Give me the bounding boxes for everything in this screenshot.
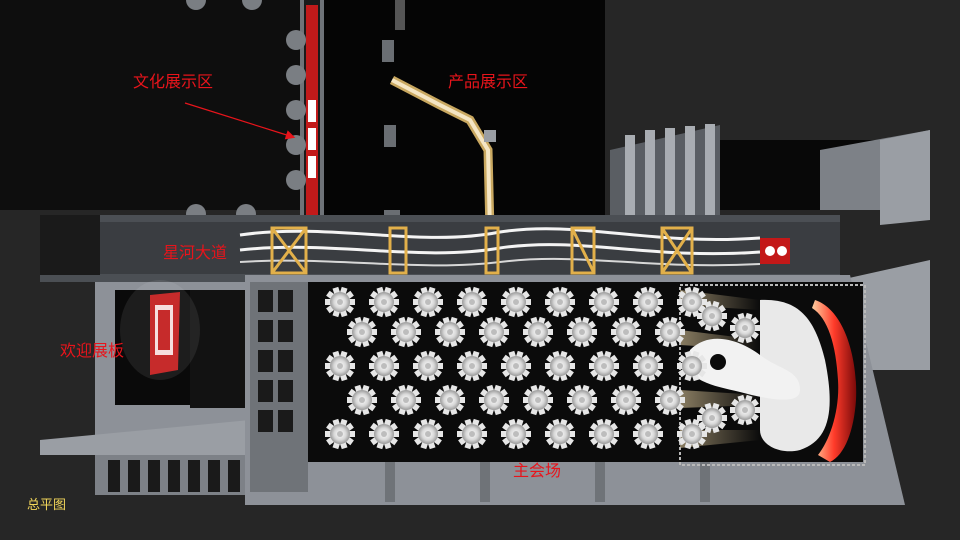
label-product-zone: 产品展示区 — [448, 72, 529, 91]
void-area — [0, 0, 300, 210]
seat-table-icon — [655, 316, 685, 348]
seat-table-icon — [369, 350, 399, 382]
seat-table-icon — [611, 384, 641, 416]
seat-table-icon — [677, 286, 707, 318]
seat-table-icon — [677, 350, 707, 382]
seat-table-icon — [697, 402, 727, 434]
seat-table-icon — [457, 350, 487, 382]
seat-table-icon — [697, 300, 727, 332]
led-screen — [812, 300, 857, 462]
seat-table-icon — [730, 312, 760, 344]
seat-table-icon — [567, 384, 597, 416]
seat-table-icon — [413, 350, 443, 382]
seat-table-icon — [633, 418, 663, 450]
product-display-truss — [389, 76, 496, 233]
star-river-avenue — [40, 215, 840, 282]
culture-display-wall — [186, 0, 405, 230]
seat-table-icon — [479, 316, 509, 348]
seat-table-icon — [501, 286, 531, 318]
lower-left-rooms — [40, 420, 265, 495]
seat-table-icon — [435, 384, 465, 416]
seat-table-icon — [413, 286, 443, 318]
seat-table-icon — [413, 418, 443, 450]
seat-table-icon — [369, 286, 399, 318]
page-title: 总平图 — [27, 498, 67, 513]
seat-table-icon — [633, 286, 663, 318]
seating-area — [325, 286, 760, 450]
seat-table-icon — [545, 350, 575, 382]
right-structure — [610, 124, 930, 370]
seat-table-icon — [347, 384, 377, 416]
seat-table-icon — [501, 350, 531, 382]
welcome-board-room — [95, 280, 250, 460]
seat-table-icon — [347, 316, 377, 348]
seat-table-icon — [479, 384, 509, 416]
seat-table-icon — [589, 286, 619, 318]
seat-table-icon — [391, 384, 421, 416]
seat-table-icon — [523, 316, 553, 348]
seat-table-icon — [730, 394, 760, 426]
seat-table-icon — [325, 350, 355, 382]
seat-table-icon — [391, 316, 421, 348]
arrow-icon — [184, 102, 296, 140]
seat-table-icon — [435, 316, 465, 348]
seat-table-icon — [677, 418, 707, 450]
seat-table-icon — [611, 316, 641, 348]
seat-table-icon — [501, 418, 531, 450]
label-welcome-board: 欢迎展板 — [60, 341, 125, 360]
label-main-hall: 主会场 — [513, 461, 562, 480]
label-star-river-avenue: 星河大道 — [163, 243, 228, 262]
seat-table-icon — [325, 418, 355, 450]
seat-table-icon — [589, 350, 619, 382]
seat-table-icon — [325, 286, 355, 318]
seat-table-icon — [633, 350, 663, 382]
seat-table-icon — [457, 418, 487, 450]
seat-table-icon — [545, 418, 575, 450]
seat-table-icon — [523, 384, 553, 416]
seat-table-icon — [567, 316, 597, 348]
seat-table-icon — [457, 286, 487, 318]
seat-table-icon — [369, 418, 399, 450]
seat-table-icon — [655, 384, 685, 416]
seat-table-icon — [545, 286, 575, 318]
seat-table-icon — [589, 418, 619, 450]
label-culture-zone: 文化展示区 — [133, 72, 214, 91]
